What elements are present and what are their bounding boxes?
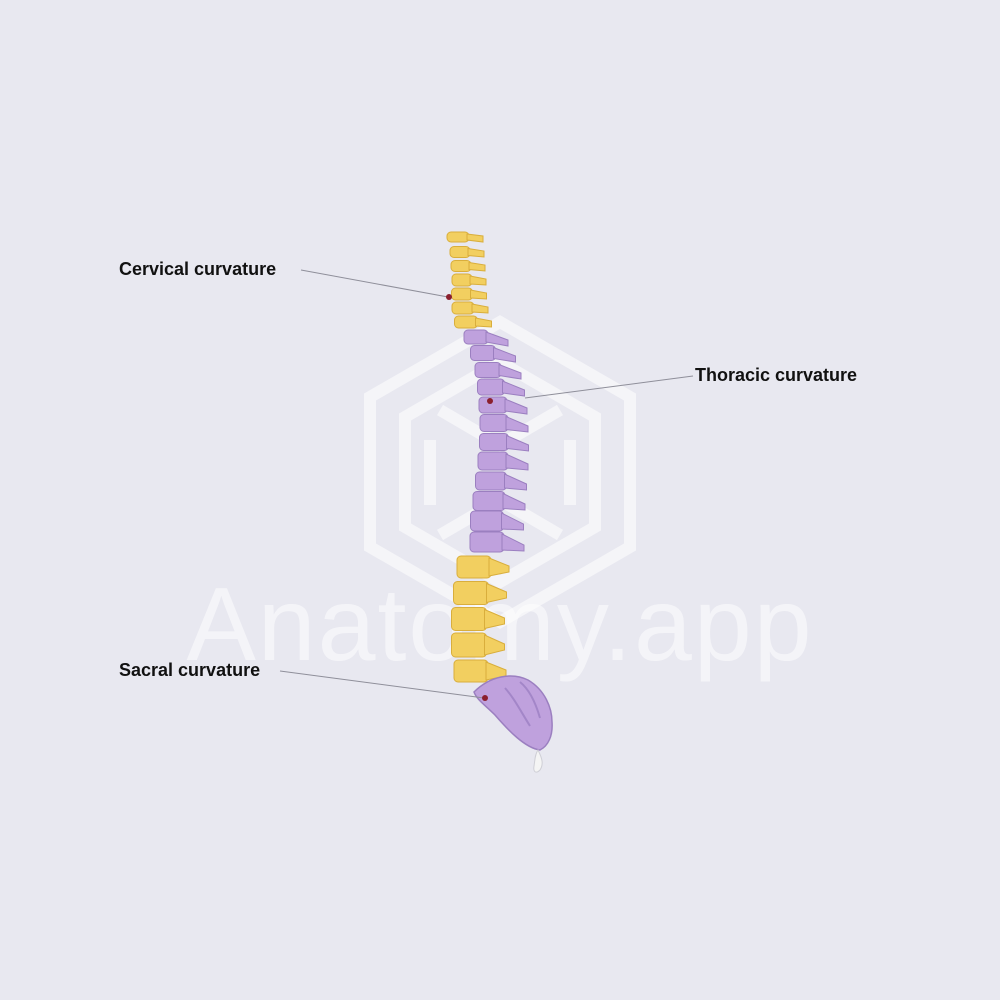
thoracic-vertebral-body — [478, 396, 508, 414]
lumbar-vertebral-body — [453, 581, 489, 605]
lumbar-vertebra — [453, 581, 507, 605]
cervical-spinous-process — [466, 233, 484, 243]
cervical-spinous-process — [468, 261, 486, 272]
thoracic-leader-line — [524, 375, 694, 399]
thoracic-spinous-process — [501, 512, 524, 531]
thoracic-vertebral-body — [479, 433, 509, 451]
thoracic-spinous-process — [502, 380, 525, 397]
thoracic-spinous-process — [505, 415, 529, 433]
lumbar-vertebra — [451, 632, 505, 658]
cervical-vertebra — [451, 301, 489, 315]
thoracic-curvature-label: Thoracic curvature — [695, 365, 858, 385]
lumbar-spinous-process — [488, 557, 510, 577]
lumbar-spinous-process — [484, 634, 505, 656]
thoracic-vertebral-body — [470, 510, 504, 532]
thoracic-vertebra — [479, 433, 529, 452]
lumbar-vertebral-body — [456, 555, 492, 579]
lumbar-spinous-process — [486, 582, 507, 604]
cervical-vertebral-body — [450, 260, 472, 272]
thoracic-spinous-process — [502, 492, 526, 511]
thoracic-vertebra — [474, 362, 522, 380]
thoracic-vertebral-body — [479, 414, 509, 432]
thoracic-spinous-process — [506, 434, 529, 452]
cervical-spinous-process — [467, 247, 485, 258]
cervical-curvature-label: Cervical curvature — [119, 259, 277, 279]
cervical-vertebral-body — [451, 287, 473, 301]
lumbar-spinous-process — [484, 608, 505, 630]
cervical-vertebra — [451, 273, 487, 287]
cervical-vertebral-body — [446, 231, 470, 243]
cervical-spinous-process — [469, 275, 487, 286]
thoracic-vertebra — [470, 510, 524, 532]
thoracic-vertebra — [469, 531, 525, 553]
lumbar-vertebra — [451, 607, 505, 631]
vertebral-column — [446, 231, 529, 683]
cervical-vertebral-body — [451, 273, 473, 287]
cervical-spinous-process — [475, 317, 492, 328]
coccyx — [533, 749, 543, 773]
thoracic-vertebral-body — [474, 362, 502, 378]
cervical-spinous-process — [470, 289, 487, 300]
thoracic-vertebra — [477, 378, 525, 397]
thoracic-vertebra — [478, 396, 528, 415]
sacrum — [473, 675, 553, 751]
thoracic-vertebral-body — [477, 451, 509, 471]
thoracic-vertebra — [470, 345, 516, 363]
thoracic-spinous-process — [505, 453, 529, 471]
cervical-vertebra — [454, 315, 492, 329]
thoracic-spinous-process — [493, 346, 516, 363]
thoracic-vertebra — [472, 491, 526, 511]
cervical-vertebra — [449, 246, 485, 258]
lumbar-vertebral-body — [451, 632, 487, 658]
thoracic-vertebra — [475, 471, 527, 491]
cervical-vertebra — [451, 287, 487, 301]
cervical-vertebral-body — [449, 246, 471, 258]
thoracic-vertebra — [479, 414, 529, 433]
cervical-vertebra — [446, 231, 484, 243]
thoracic-vertebral-body — [463, 329, 489, 345]
thoracic-vertebral-body — [470, 345, 496, 361]
thoracic-spinous-process — [504, 398, 528, 415]
thoracic-marker — [487, 398, 493, 404]
thoracic-vertebral-body — [475, 471, 507, 491]
cervical-marker — [446, 294, 452, 300]
thoracic-vertebra — [477, 451, 529, 471]
sacral-curvature-label: Sacral curvature — [119, 660, 261, 680]
cervical-vertebral-body — [451, 301, 475, 315]
lumbar-vertebral-body — [451, 607, 487, 631]
lumbar-vertebra — [456, 555, 510, 579]
thoracic-spinous-process — [498, 363, 522, 380]
thoracic-vertebra — [463, 329, 509, 347]
thoracic-vertebral-body — [472, 491, 506, 511]
cervical-spinous-process — [471, 303, 489, 314]
thoracic-spinous-process — [501, 533, 525, 552]
cervical-vertebral-body — [454, 315, 478, 329]
cervical-leader-line — [300, 269, 449, 298]
thoracic-spinous-process — [485, 331, 509, 347]
sacral-marker — [482, 695, 488, 701]
sacral-leader-line — [279, 670, 485, 699]
thoracic-spinous-process — [504, 473, 527, 491]
cervical-vertebra — [450, 260, 486, 272]
thoracic-vertebral-body — [477, 378, 505, 396]
lumbar-vertebral-body — [453, 659, 489, 683]
thoracic-vertebral-body — [469, 531, 505, 553]
